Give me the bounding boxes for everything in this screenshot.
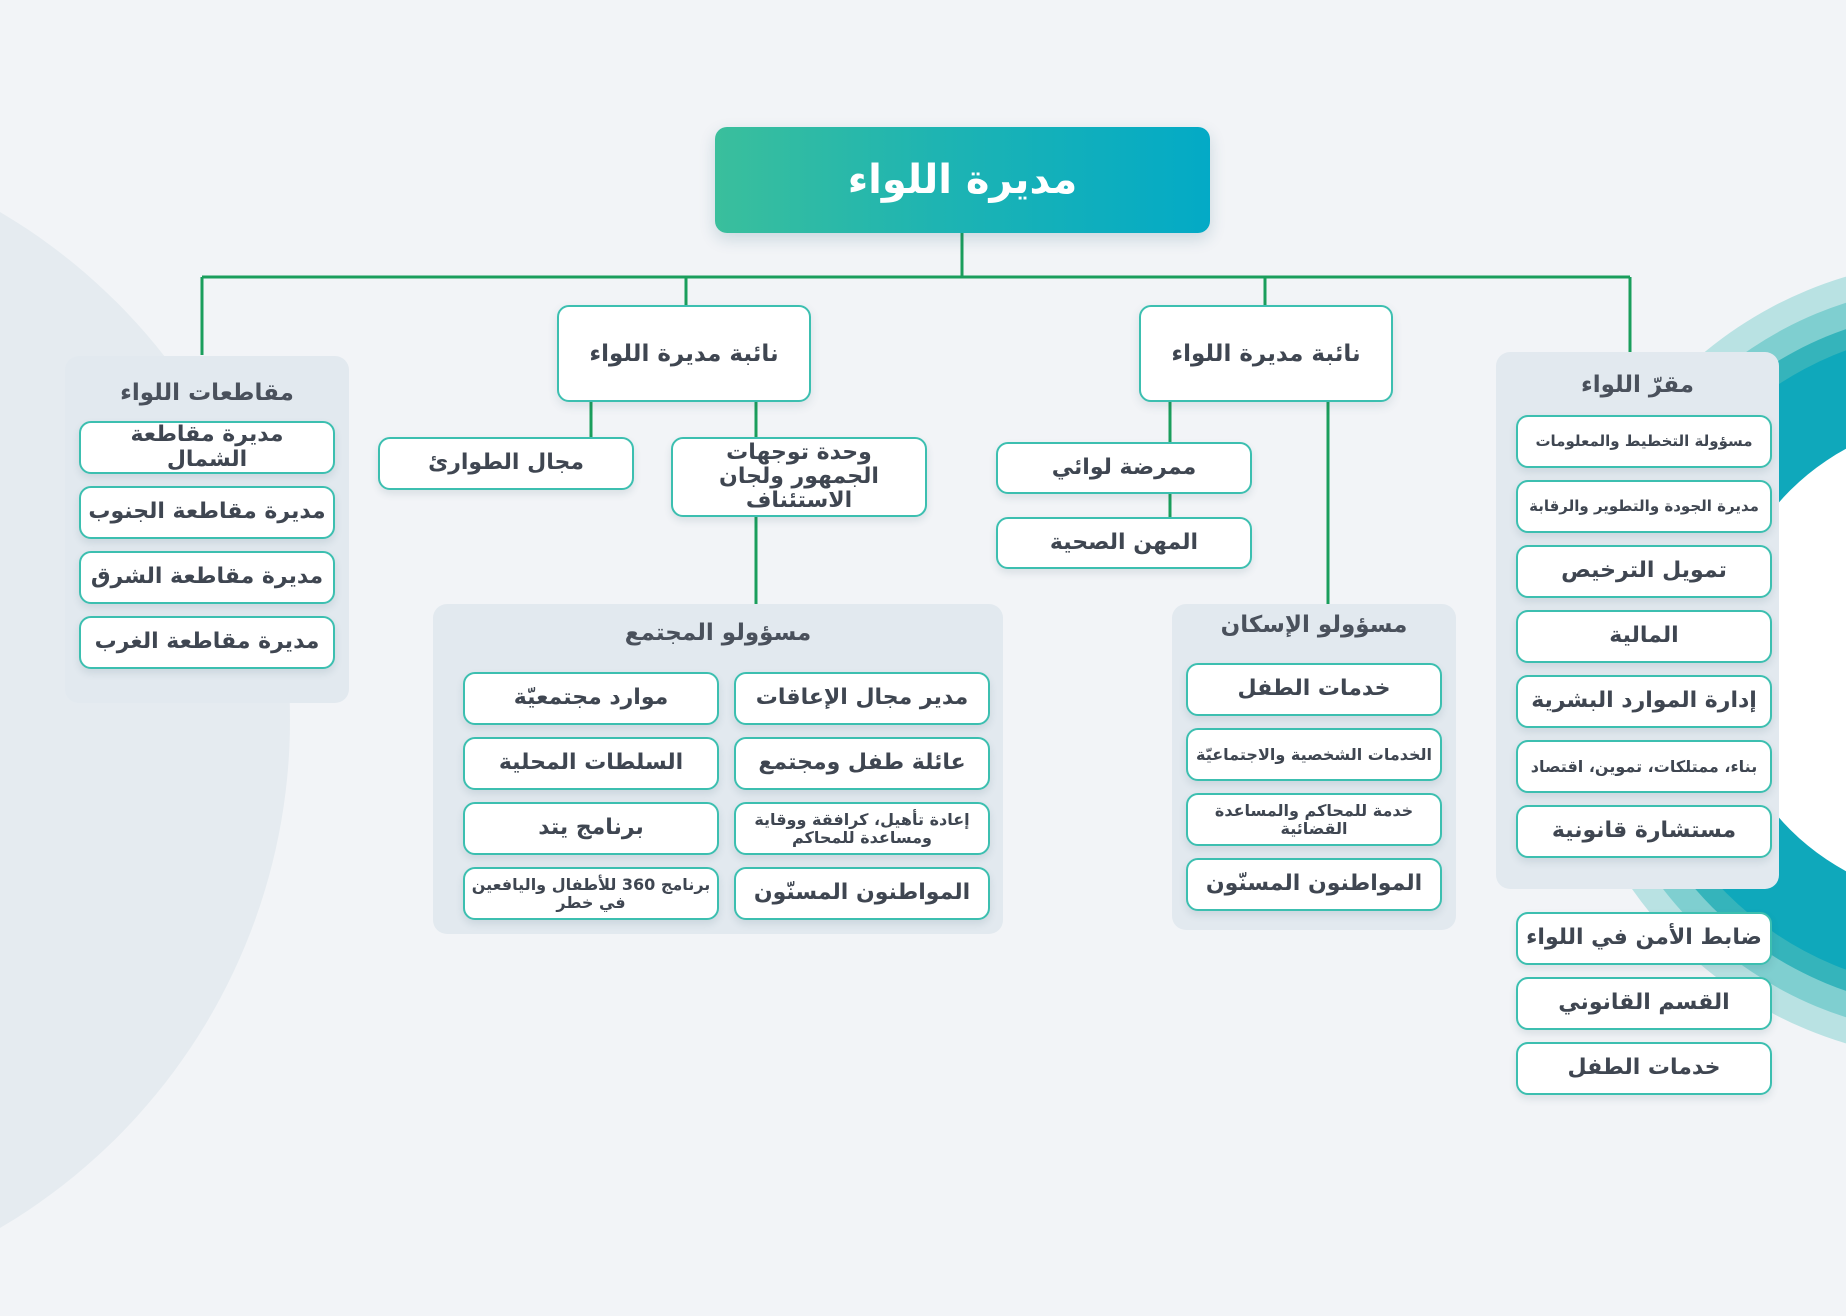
extra-box: القسم القانوني (1516, 977, 1772, 1030)
hq-box: إدارة الموارد البشرية (1516, 675, 1772, 728)
nurse-box: ممرضة لوائي (996, 442, 1252, 494)
hq-box: مستشارة قانونية (1516, 805, 1772, 858)
hq-box: تمويل الترخيص (1516, 545, 1772, 598)
community-title: مسؤولو المجتمع (624, 620, 812, 646)
community-box: عائلة طفل ومجتمع (734, 737, 990, 790)
district-box: مديرة مقاطعة الغرب (79, 616, 335, 669)
community-box: برنامج يتد (463, 802, 719, 855)
district-box: مديرة مقاطعة الشمال (79, 421, 335, 474)
deputy-director-left: نائبة مديرة اللواء (557, 305, 811, 402)
housing-box: المواطنون المسنّون (1186, 858, 1442, 911)
hq-box: بناء، ممتلكات، تموين، اقتصاد (1516, 740, 1772, 793)
district-box: مديرة مقاطعة الشرق (79, 551, 335, 604)
hq-box: مسؤولة التخطيط والمعلومات (1516, 415, 1772, 468)
housing-box: خدمة للمحاكم والمساعدة القضائية (1186, 793, 1442, 846)
community-box: موارد مجتمعيّة (463, 672, 719, 725)
community-box: إعادة تأهيل، كرافقة ووقاية ومساعدة للمحا… (734, 802, 990, 855)
community-box: برنامج 360 للأطفال واليافعين في خطر (463, 867, 719, 920)
community-box: مدير مجال الإعاقات (734, 672, 990, 725)
housing-title: مسؤولو الإسكان (1220, 612, 1408, 638)
community-box: المواطنون المسنّون (734, 867, 990, 920)
district-box: مديرة مقاطعة الجنوب (79, 486, 335, 539)
extra-box: ضابط الأمن في اللواء (1516, 912, 1772, 965)
public-unit-box: وحدة توجهات الجمهور ولجان الاستئناف (671, 437, 927, 517)
emergency-box: مجال الطوارئ (378, 437, 634, 490)
housing-box: خدمات الطفل (1186, 663, 1442, 716)
hq-box: مديرة الجودة والتطوير والرقابة (1516, 480, 1772, 533)
housing-box: الخدمات الشخصية والاجتماعيّة (1186, 728, 1442, 781)
root-box-director: مديرة اللواء (715, 127, 1210, 233)
hq-title: مقرّ اللواء (1580, 372, 1695, 398)
extra-box: خدمات الطفل (1516, 1042, 1772, 1095)
hq-box: المالية (1516, 610, 1772, 663)
community-box: السلطات المحلية (463, 737, 719, 790)
health-professions-box: المهن الصحية (996, 517, 1252, 569)
deputy-director-right: نائبة مديرة اللواء (1139, 305, 1393, 402)
districts-title: مقاطعات اللواء (120, 380, 294, 406)
